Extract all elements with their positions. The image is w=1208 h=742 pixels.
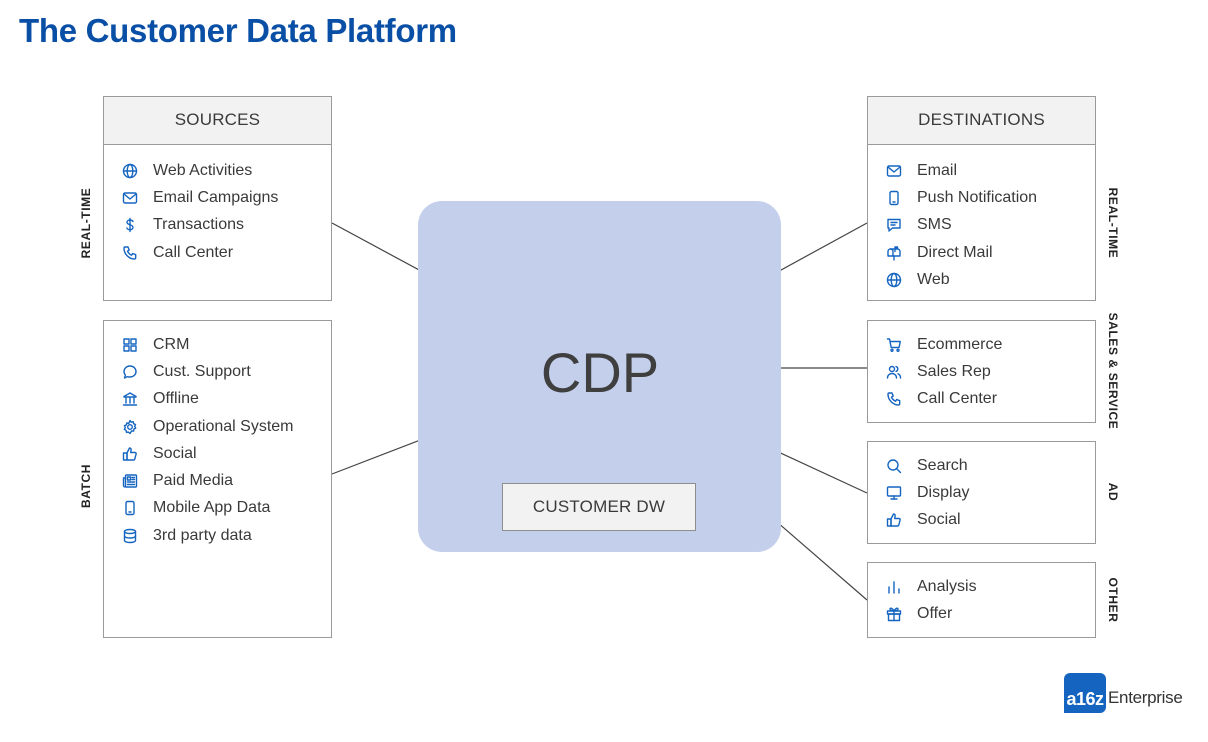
list-item: Sales Rep (868, 358, 1095, 385)
thumbs-up-icon (122, 446, 138, 462)
list-item: Call Center (868, 386, 1095, 413)
logo-text: Enterprise (1108, 688, 1183, 707)
logo-mark: a16z (1064, 673, 1106, 713)
list-item-label: CRM (153, 335, 190, 353)
list-item-label: Call Center (153, 243, 234, 261)
envelope-icon (886, 163, 902, 179)
bank-icon (122, 391, 138, 407)
list-item: Display (868, 479, 1095, 506)
mailbox-icon (886, 245, 902, 261)
list-item: Social (868, 507, 1095, 534)
destinations-heading: DESTINATIONS (868, 97, 1095, 145)
list-item: Paid Media (104, 467, 331, 494)
list-item: SMS (868, 212, 1095, 239)
list-item: Social (104, 440, 331, 467)
list-item: Direct Mail (868, 239, 1095, 266)
monitor-icon (886, 485, 902, 501)
mobile-icon (122, 500, 138, 516)
list-item-label: Ecommerce (917, 335, 1003, 353)
list-item-label: SMS (917, 216, 952, 234)
list-item: 3rd party data (104, 522, 331, 549)
list-item-label: Push Notification (917, 188, 1038, 206)
page-title: The Customer Data Platform (19, 12, 457, 49)
dest-ad-label: AD (1106, 482, 1120, 502)
list-item-label: Email (917, 161, 958, 179)
cart-icon (886, 337, 902, 353)
list-item-label: Paid Media (153, 472, 234, 490)
users-icon (886, 364, 902, 380)
list-item: Web Activities (104, 157, 331, 184)
list-item-label: Call Center (917, 390, 998, 408)
list-item: Operational System (104, 413, 331, 440)
mobile-icon (886, 190, 902, 206)
a16z-logo: a16z Enterprise (1064, 673, 1183, 713)
globe-icon (886, 272, 902, 288)
sources-realtime-label: REAL-TIME (79, 187, 93, 259)
list-item-label: Operational System (153, 417, 294, 435)
phone-icon (122, 245, 138, 261)
list-item-label: Cust. Support (153, 362, 251, 380)
list-item-label: Social (153, 444, 197, 462)
list-item: Call Center (104, 239, 331, 266)
cdp-label: CDP (540, 341, 660, 404)
list-item-label: Email Campaigns (153, 188, 279, 206)
bar-chart-icon (886, 579, 902, 595)
list-item: Transactions (104, 212, 331, 239)
dollar-icon (122, 217, 138, 233)
list-item-label: Analysis (917, 577, 977, 595)
list-item: Offline (104, 386, 331, 413)
list-item: Offer (868, 600, 1095, 627)
gift-icon (886, 606, 902, 622)
customer-dw-box: CUSTOMER DW (502, 483, 696, 531)
chat-bubble-icon (122, 364, 138, 380)
dest-realtime-label: REAL-TIME (1106, 187, 1120, 259)
list-item-label: Offer (917, 604, 953, 622)
list-item-label: Offline (153, 390, 199, 408)
list-item: Search (868, 452, 1095, 479)
list-item: CRM (104, 331, 331, 358)
list-item-label: Search (917, 456, 968, 474)
list-item-label: 3rd party data (153, 526, 252, 544)
database-icon (122, 528, 138, 544)
list-item: Push Notification (868, 184, 1095, 211)
list-item: Analysis (868, 573, 1095, 600)
list-item: Email Campaigns (104, 184, 331, 211)
envelope-icon (122, 190, 138, 206)
newspaper-icon (122, 473, 138, 489)
list-item-label: Sales Rep (917, 362, 991, 380)
sources-batch-label: BATCH (79, 463, 93, 509)
list-item: Ecommerce (868, 331, 1095, 358)
list-item-label: Social (917, 511, 961, 529)
dest-sales-label: SALES & SERVICE (1106, 312, 1120, 430)
message-icon (886, 217, 902, 233)
list-item-label: Web (917, 270, 950, 288)
thumbs-up-icon (886, 512, 902, 528)
list-item: Mobile App Data (104, 495, 331, 522)
list-item-label: Web Activities (153, 161, 253, 179)
list-item: Cust. Support (104, 358, 331, 385)
globe-icon (122, 163, 138, 179)
list-item-label: Direct Mail (917, 243, 993, 261)
grid-icon (122, 337, 138, 353)
search-icon (886, 458, 902, 474)
phone-icon (886, 391, 902, 407)
list-item-label: Display (917, 483, 970, 501)
list-item-label: Mobile App Data (153, 499, 271, 517)
list-item-label: Transactions (153, 216, 244, 234)
gear-icon (122, 419, 138, 435)
list-item: Web (868, 266, 1095, 293)
sources-heading: SOURCES (104, 97, 331, 145)
list-item: Email (868, 157, 1095, 184)
dest-other-label: OTHER (1106, 577, 1120, 623)
